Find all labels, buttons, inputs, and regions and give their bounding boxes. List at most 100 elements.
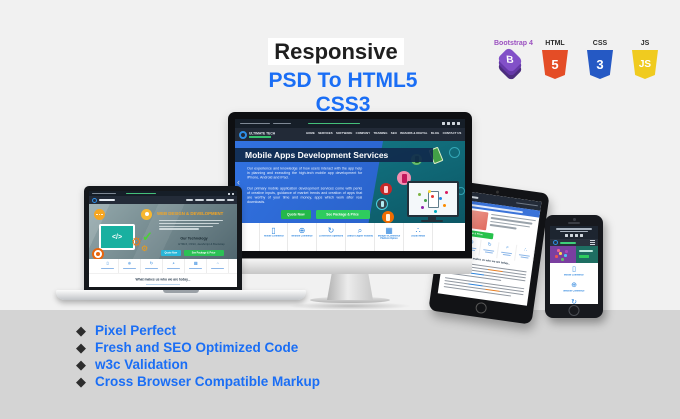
text-placeholder-line [484,251,493,254]
package-price-button[interactable]: See Package & Price [184,250,224,256]
service-card[interactable]: ⌕ Search Engine Visibility [346,223,375,251]
hero-title: Mobile Apps Development Services [245,150,389,160]
laptop-tagline: What makes us who we are today... [89,273,237,287]
twitter-icon[interactable] [570,233,573,237]
nav-item-line [195,199,204,201]
tablet-hero-text [489,213,536,237]
package-price-button[interactable]: See Package & Price [316,210,370,219]
nav-item-contact[interactable]: CONTACT US [442,132,461,135]
phone-icon [380,201,384,207]
refresh-icon: ↻ [571,298,577,305]
text-placeholder-line [308,122,360,125]
hero-title-band: Mobile Apps Development Services [235,148,433,162]
text-placeholder-line [145,267,158,269]
nav-item-services[interactable]: SERVICES [317,132,333,135]
text-placeholder-line [189,267,202,269]
service-card[interactable]: ⊕ [119,259,141,273]
target-icon [92,248,104,259]
facebook-icon[interactable] [442,122,445,125]
lightbulb-icon [141,209,152,220]
hamburger-menu-icon[interactable] [590,240,595,245]
nav-item-training[interactable]: TRAINING [373,132,388,135]
technology-line: HTML5, CSS3, JavaScript & Bootstrap [178,243,225,246]
social-icons[interactable] [565,233,583,237]
logo-tagline-line [249,136,271,138]
laptop-hero-buttons: Quote Now See Package & Price [161,250,224,256]
bootstrap-label: Bootstrap 4 [494,40,533,47]
quote-now-button[interactable]: Quote Now [281,210,311,219]
phone-home-button[interactable] [568,305,580,316]
mail-icon[interactable] [457,122,460,125]
quote-now-button[interactable]: Quote Now [161,250,181,256]
illustration-monitor-icon [407,181,459,217]
site-logo[interactable]: ULTIMATE TECH [239,130,296,139]
phone-icon [384,185,388,193]
service-card[interactable]: ▯ [97,259,119,273]
globe-icon: ⊕ [298,226,306,235]
phone-service-item[interactable]: ▯ Mobile Commerce [550,266,598,280]
twitter-icon[interactable] [447,122,450,125]
tablet-icon-refresh[interactable]: ↻ [479,239,500,259]
nav-item-software[interactable]: SOFTWARE [335,132,353,135]
tagline-underline [146,284,180,285]
refresh-icon: ↻ [487,242,492,248]
text-placeholder-line [159,222,219,225]
phone-hero-row [550,246,598,263]
nav-item-line [206,199,214,201]
service-card[interactable]: ⌕ [163,259,185,273]
site-navbar [89,196,237,204]
service-card[interactable]: ∴ Social Media [404,223,433,251]
service-card[interactable]: ∴ [207,259,229,273]
cart-icon: ▦ [193,261,198,266]
service-card[interactable]: ▦ Multiple eCommerce Platform Option [375,223,404,251]
service-card[interactable]: ↻ Conversion Optimized [317,223,346,251]
tablet-camera-icon [495,190,500,194]
service-card[interactable]: ▯ Mobile Commerce [259,223,288,251]
nav-menu[interactable] [186,199,234,201]
monitor-screen: ULTIMATE TECH HOME SERVICES SOFTWARE COM… [235,119,465,251]
feature-text: Pixel Perfect [95,322,177,338]
nav-item-home[interactable]: HOME [305,132,315,135]
linkedin-icon[interactable] [575,233,578,237]
search-icon: ⌕ [172,261,175,266]
linkedin-icon[interactable] [452,122,455,125]
tablet-home-button[interactable] [474,301,488,315]
service-card[interactable]: ▦ [185,259,207,273]
logo-icon [553,240,558,245]
diamond-bullet-icon: ◆ [76,339,86,355]
nav-item-seo[interactable]: SEO [390,132,397,135]
quote-now-label: Quote Now [164,251,178,255]
cart-icon: ▦ [385,226,393,235]
text-placeholder-line [123,267,136,269]
service-cards-row: ▯ Mobile Commerce ⊕ Website Commerce ↻ C… [235,223,465,251]
diamond-bullet-icon: ◆ [76,356,86,372]
deco-circle [449,147,460,158]
monitor-shadow [288,302,412,310]
laptop-hero: </> ⚙ ⚙ ✓ WEB DESIGN & DEVELOPMENT Our T… [89,204,237,259]
diamond-bullet-icon: ◆ [76,322,86,338]
phone-service-item[interactable]: ↻ Conversion Optimized [550,299,598,305]
service-card[interactable]: ⊕ Website Commerce [288,223,317,251]
text-placeholder-line [502,253,511,256]
tablet-icon-share[interactable]: ∴ [515,244,536,264]
feature-text: w3c Validation [95,356,189,372]
bottom-strip [0,310,680,419]
app-circle-red [380,183,392,195]
logo-text-line [99,199,115,201]
service-card[interactable]: ↻ [141,259,163,273]
refresh-icon: ↻ [327,226,335,235]
nav-item-brands[interactable]: BRANDS & DIGITAL [399,132,428,135]
tablet-icon-search[interactable]: ⌕ [497,242,518,261]
facebook-icon[interactable] [565,233,568,237]
mail-icon[interactable] [580,233,583,237]
nav-item-company[interactable]: COMPANY [355,132,370,135]
carousel-prev-icon[interactable]: ‹ [237,177,240,187]
badge-css3: CSS 3 [584,40,616,80]
social-icons[interactable] [442,122,460,125]
illustration-monitor-stand [428,215,436,220]
feature-text: Cross Browser Compatible Markup [95,373,321,389]
text-placeholder-line [101,267,114,269]
nav-item-blog[interactable]: BLOG [430,132,439,135]
html5-label: HTML [545,40,565,47]
phone-service-item[interactable]: ⊕ Website Commerce [550,282,598,296]
